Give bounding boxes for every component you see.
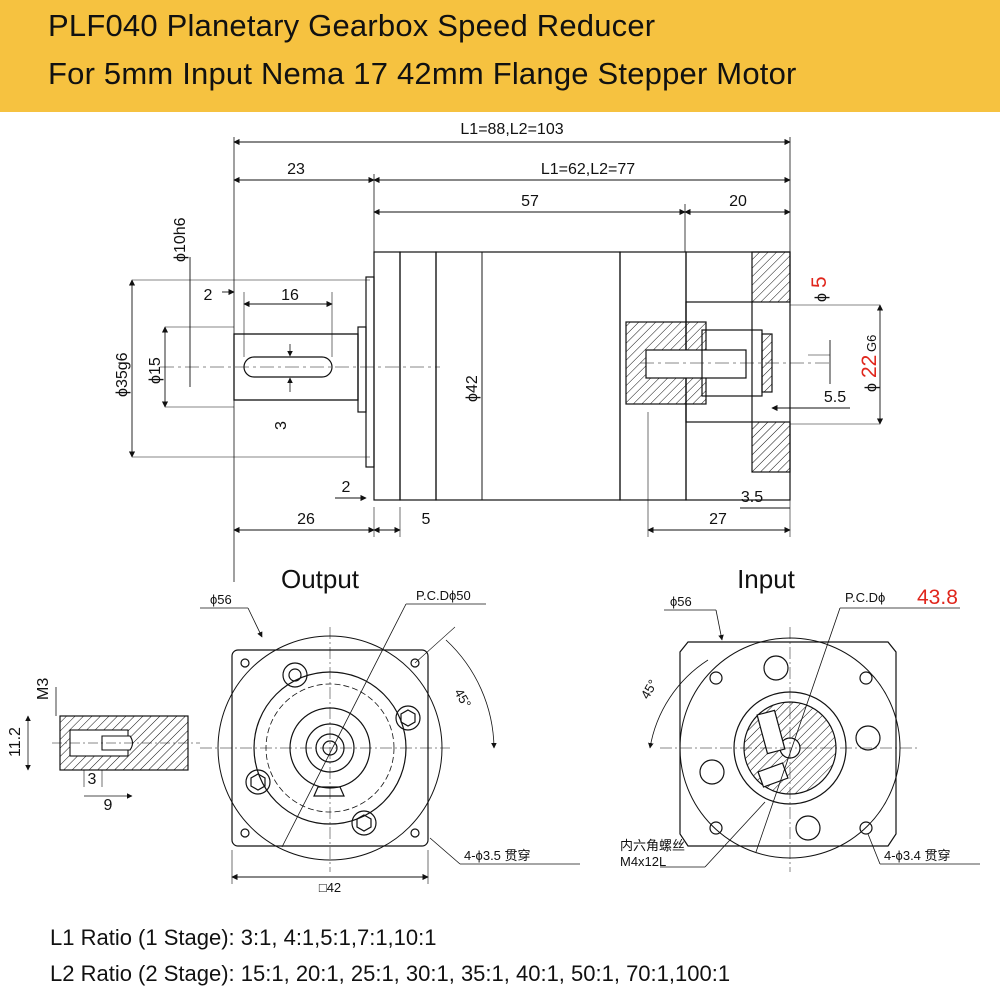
input-pilot-label: ϕ 22 G6	[858, 335, 881, 392]
input-pcd-label: P.C.Dϕ 43.8	[845, 586, 958, 609]
svg-text:ϕ: ϕ	[813, 293, 830, 302]
flange-step-label: 2	[342, 479, 351, 496]
input-view	[648, 607, 980, 872]
clamp-depth-label: 5.5	[824, 389, 846, 406]
key-length-label: 16	[281, 287, 299, 304]
input-title: Input	[737, 564, 796, 594]
svg-text:ϕ: ϕ	[863, 383, 880, 392]
shaft-total-label: 26	[297, 511, 315, 528]
ratio-l1: L1 Ratio (1 Stage): 3:1, 4:1,5:1,7:1,10:…	[50, 925, 437, 950]
shaft-length-label: 23	[287, 161, 305, 178]
input-length-label: 20	[729, 193, 747, 210]
input-screw-label: M4x12L	[620, 854, 666, 869]
detail-offset-label: 3	[88, 771, 97, 788]
title-line-2: For 5mm Input Nema 17 42mm Flange Steppe…	[48, 56, 797, 91]
mid-length-label: 57	[521, 193, 539, 210]
output-angle-label: 45°	[451, 686, 474, 711]
detail-width-label: 9	[104, 797, 113, 814]
input-bore-label: ϕ 5	[808, 276, 831, 302]
side-view	[128, 137, 884, 582]
shaft-diameter-label: ϕ10h6	[172, 217, 189, 262]
output-holes-label: 4-ϕ3.5 贯穿	[464, 848, 531, 863]
pilot-diameter-label: ϕ35g6	[114, 352, 131, 397]
output-view	[200, 603, 580, 884]
output-square-label: □42	[319, 880, 341, 895]
input-angle-label: 45°	[638, 677, 661, 702]
output-outer-diameter-label: ϕ56	[210, 592, 232, 607]
svg-text:P.C.Dϕ: P.C.Dϕ	[845, 590, 885, 605]
detail-depth-label: 11.2	[7, 727, 24, 757]
key-width-label: 3	[273, 421, 290, 430]
body-diameter-label: ϕ42	[464, 375, 481, 402]
svg-text:G6: G6	[864, 335, 879, 352]
input-outer-diameter-label: ϕ56	[670, 594, 692, 609]
ratio-l2: L2 Ratio (2 Stage): 15:1, 20:1, 25:1, 30…	[50, 961, 731, 986]
detail-view	[25, 687, 200, 799]
body-length-label: L1=62,L2=77	[541, 161, 635, 178]
title-banner: PLF040 Planetary Gearbox Speed Reducer F…	[0, 0, 1000, 112]
input-holes-label: 4-ϕ3.4 贯穿	[884, 848, 951, 863]
title-line-1: PLF040 Planetary Gearbox Speed Reducer	[48, 8, 656, 43]
input-screw-label-cn: 内六角螺丝	[620, 838, 685, 853]
overall-length-label: L1=88,L2=103	[460, 121, 563, 138]
detail-thread-label: M3	[35, 678, 52, 700]
svg-text:43.8: 43.8	[917, 586, 958, 609]
technical-drawing: L1=88,L2=103 23 L1=62,L2=77 57 20 ϕ10h6 …	[7, 121, 980, 895]
input-depth-label: 27	[709, 511, 727, 528]
input-flange-step-label: 3.5	[741, 489, 763, 506]
svg-text:22: 22	[858, 355, 881, 378]
key-diameter-label: ϕ15	[147, 357, 164, 384]
flange-thickness-label: 5	[422, 511, 431, 528]
output-pcd-label: P.C.Dϕ50	[416, 588, 471, 603]
svg-text:5: 5	[808, 276, 831, 288]
key-offset-label: 2	[204, 287, 213, 304]
output-title: Output	[281, 564, 360, 594]
